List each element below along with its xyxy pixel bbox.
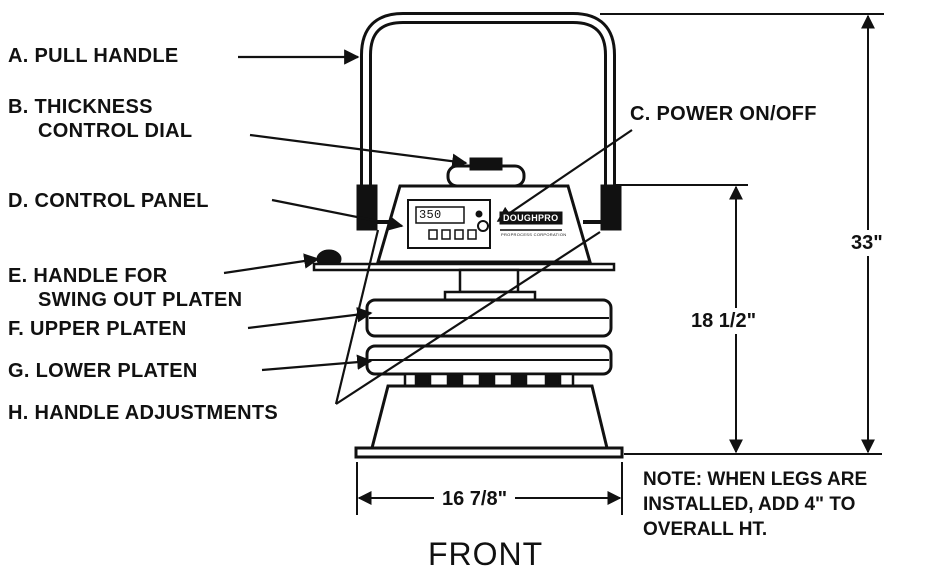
display-readout: 350 — [419, 208, 442, 222]
label-handle-swing-out-platen-line1: E. HANDLE FOR — [8, 265, 168, 287]
brand-subtitle: PROPROCESS CORPORATION — [501, 232, 567, 237]
dimension-panel-height: 18 1/2" — [688, 308, 760, 334]
leader-g — [261, 354, 373, 372]
leader-b — [249, 133, 468, 169]
upper-housing — [376, 184, 592, 264]
dimension-overall-height: 33" — [850, 230, 884, 256]
power-switch — [477, 220, 489, 232]
pull-handle — [356, 12, 622, 231]
label-thickness-control-dial-line2: CONTROL DIAL — [38, 120, 193, 142]
center-column — [443, 268, 537, 302]
control-button — [428, 229, 477, 240]
label-power-on-off: C. POWER ON/OFF — [630, 103, 817, 125]
base-pedestal — [354, 384, 624, 459]
label-handle-swing-out-platen-line2: SWING OUT PLATEN — [38, 289, 243, 311]
label-handle-adjustments: H. HANDLE ADJUSTMENTS — [8, 402, 279, 424]
view-title: FRONT — [428, 536, 544, 572]
note-line-2: INSTALLED, ADD 4" TO — [643, 494, 856, 515]
brand-logo: DOUGHPRO — [503, 213, 559, 223]
label-thickness-control-dial-line1: B. THICKNESS — [8, 96, 153, 118]
leader-f — [247, 307, 373, 330]
note-line-3: OVERALL HT. — [643, 519, 768, 540]
label-lower-platen: G. LOWER PLATEN — [8, 360, 198, 382]
note-line-1: NOTE: WHEN LEGS ARE — [643, 469, 868, 490]
leader-h2 — [335, 231, 601, 405]
lower-platen — [365, 344, 613, 376]
leader-d — [271, 198, 404, 231]
dimension-base-width: 16 7/8" — [434, 488, 516, 510]
leader-e — [223, 253, 320, 275]
label-upper-platen: F. UPPER PLATEN — [8, 318, 187, 340]
label-control-panel: D. CONTROL PANEL — [8, 190, 209, 212]
base-spacers — [403, 372, 575, 388]
leader-lines — [223, 49, 633, 405]
label-pull-handle: A. PULL HANDLE — [8, 45, 179, 67]
leader-h1 — [334, 229, 380, 405]
leader-c — [496, 129, 633, 222]
